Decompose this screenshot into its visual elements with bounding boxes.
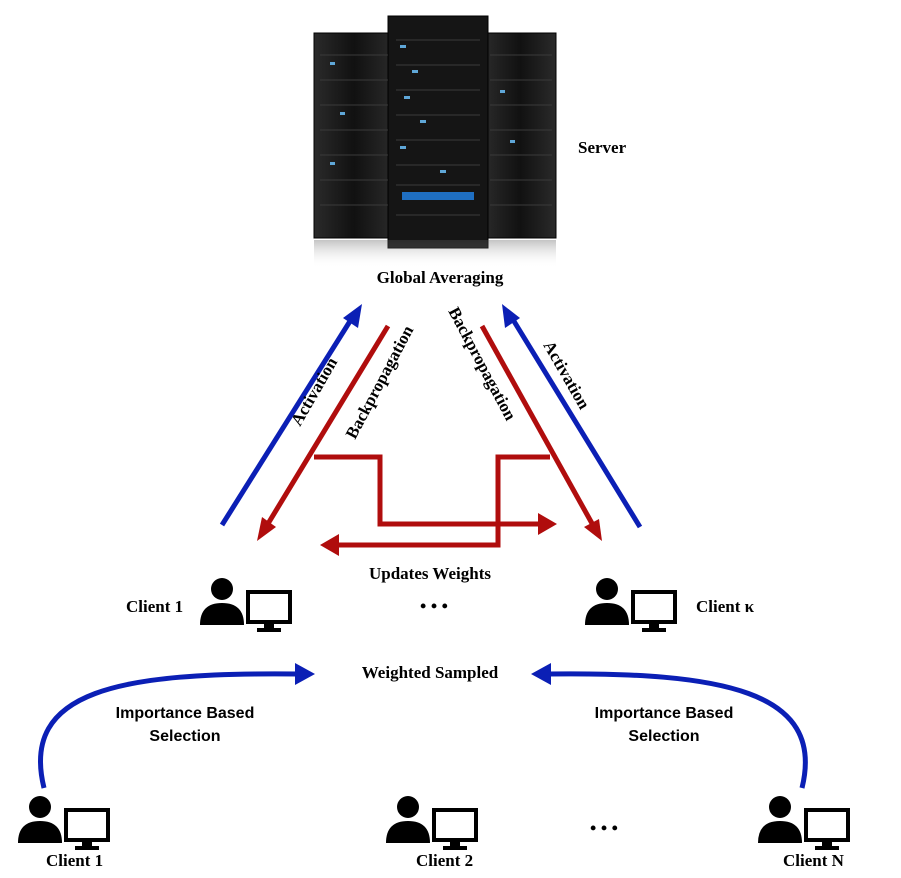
selection-arrow-right	[531, 663, 808, 789]
pool-ellipsis: • • •	[590, 818, 618, 838]
backprop-arrow-left	[257, 324, 391, 541]
server-label: Server	[578, 138, 627, 157]
update-arrowhead-right	[538, 513, 557, 535]
backprop-arrow-right	[479, 324, 602, 541]
importance-selection-right-line1: Importance Based	[595, 705, 734, 722]
activation-arrow-right	[502, 304, 643, 529]
client-1-pool-label: Client 1	[46, 851, 103, 870]
importance-selection-right-line2: Selection	[628, 728, 699, 745]
client-k-selected-label: Client κ	[696, 597, 755, 616]
selection-arrow-left	[37, 663, 315, 789]
update-weights-arrows	[314, 454, 550, 548]
update-arrowhead-left	[320, 534, 339, 556]
client-2-pool-label: Client 2	[416, 851, 473, 870]
importance-selection-left-line2: Selection	[149, 728, 220, 745]
client-icon-pool-n	[758, 796, 850, 850]
client-icon-selected-right	[585, 578, 677, 632]
selected-ellipsis: • • •	[420, 596, 448, 616]
client-n-pool-label: Client N	[783, 851, 845, 870]
weighted-sampled-label: Weighted Sampled	[362, 663, 499, 682]
server-rack-icon	[313, 15, 557, 268]
importance-selection-left-line1: Importance Based	[116, 705, 255, 722]
client-icon-pool-1	[18, 796, 110, 850]
client-icon-selected-left	[200, 578, 292, 632]
activation-arrow-left	[219, 304, 362, 527]
updates-weights-label: Updates Weights	[369, 564, 491, 583]
client-icon-pool-2	[386, 796, 478, 850]
global-averaging-label: Global Averaging	[377, 268, 504, 287]
client-1-selected-label: Client 1	[126, 597, 183, 616]
